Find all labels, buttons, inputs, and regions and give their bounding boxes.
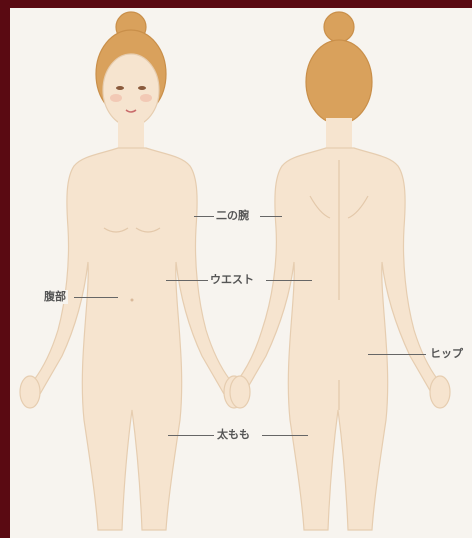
thigh-label: 太もも [215, 428, 252, 442]
back-left-hand [430, 376, 450, 408]
back-figure [230, 12, 450, 530]
thigh-line-right [262, 435, 308, 436]
back-hair-bun [324, 12, 354, 42]
waist-label: ウエスト [208, 273, 256, 287]
upper-arm-label: 二の腕 [214, 209, 251, 223]
abdomen-label: 腹部 [42, 290, 68, 304]
thigh-line-left [168, 435, 214, 436]
waist-line-right [266, 280, 312, 281]
hip-label: ヒップ [428, 347, 465, 361]
back-hair [306, 40, 372, 124]
abdomen-line [74, 297, 118, 298]
hip-line [368, 354, 426, 355]
upper-arm-line-right [260, 216, 282, 217]
upper-arm-line-left [194, 216, 214, 217]
front-face [103, 54, 159, 126]
back-body [238, 148, 438, 530]
front-figure [20, 12, 244, 530]
back-right-hand [230, 376, 250, 408]
front-right-hand [20, 376, 40, 408]
waist-line-left [166, 280, 208, 281]
front-body [34, 148, 230, 530]
